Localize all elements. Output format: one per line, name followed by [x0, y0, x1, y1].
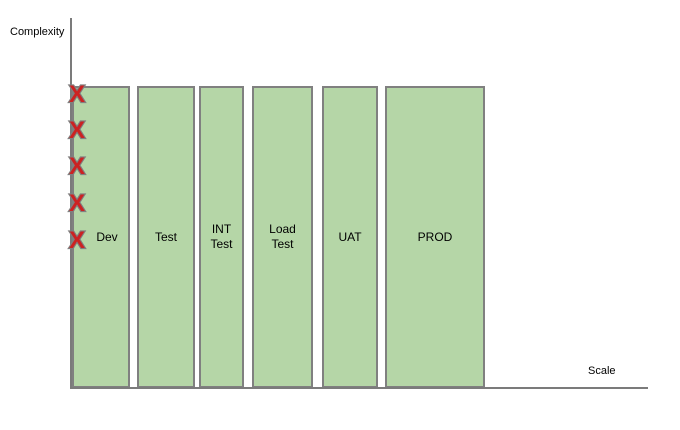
y-axis-line — [70, 18, 72, 389]
svg-text:X: X — [69, 81, 85, 107]
bar-label: PROD — [417, 229, 453, 244]
bar-label: Load Test — [269, 222, 296, 251]
x-cross-icon[interactable]: X — [66, 117, 88, 143]
bar-test[interactable]: Test — [137, 86, 195, 388]
bar-label: Dev — [96, 229, 118, 244]
bar-uat[interactable]: UAT — [322, 86, 378, 388]
x-cross-icon[interactable]: X — [66, 81, 88, 107]
bar-label: Test — [154, 229, 177, 244]
bar-int-test[interactable]: INT Test — [199, 86, 244, 388]
bar-prod[interactable]: PROD — [385, 86, 485, 388]
x-cross-icon[interactable]: X — [66, 190, 88, 216]
y-axis-label: Complexity — [10, 26, 65, 38]
x-cross-icon[interactable]: X — [66, 227, 88, 253]
bar-label: INT Test — [210, 222, 233, 251]
x-axis-label: Scale — [588, 365, 616, 377]
svg-text:X: X — [69, 190, 85, 216]
x-cross-icon[interactable]: X — [66, 153, 88, 179]
svg-text:X: X — [69, 153, 85, 179]
svg-text:X: X — [69, 227, 85, 253]
bar-load-test[interactable]: Load Test — [252, 86, 313, 388]
bar-label: UAT — [338, 229, 362, 244]
x-axis-line — [70, 387, 648, 389]
svg-text:X: X — [69, 117, 85, 143]
